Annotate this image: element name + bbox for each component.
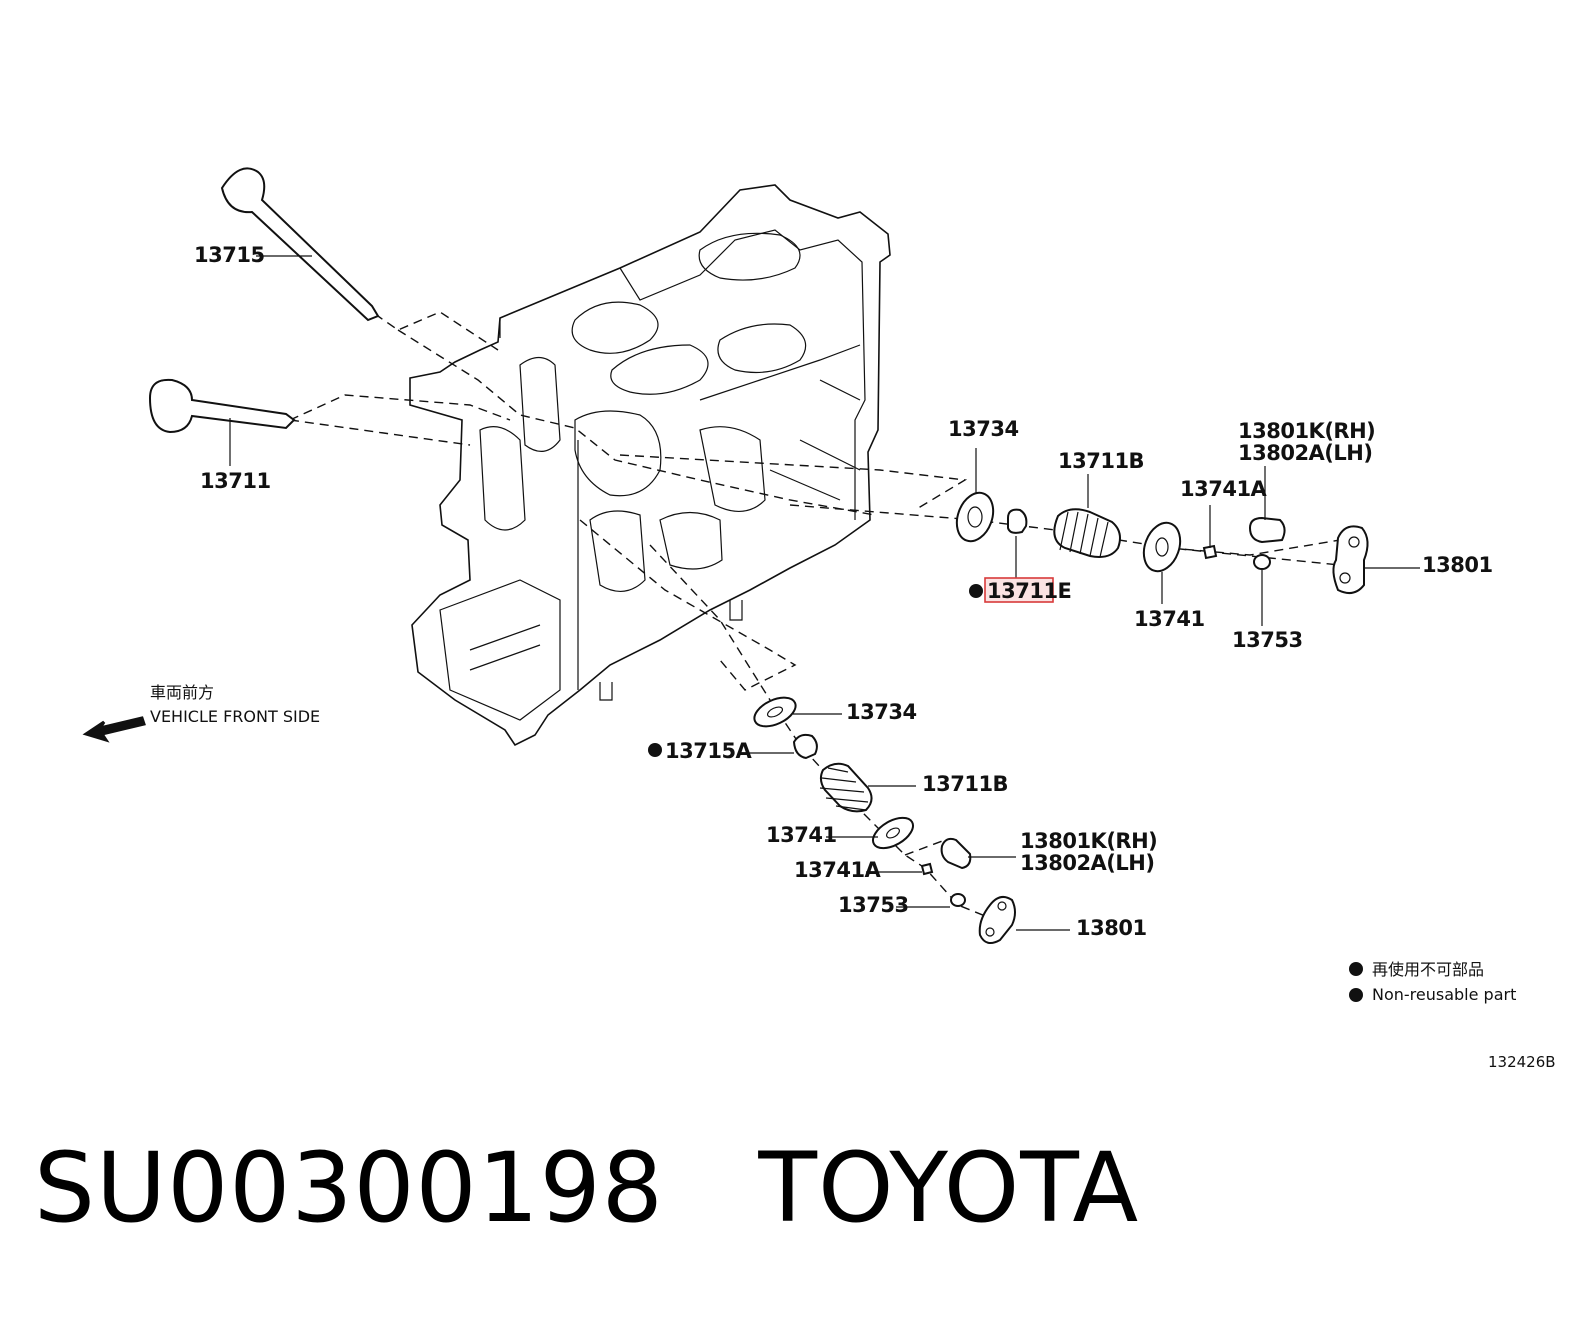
lower-valve-train <box>753 696 1016 945</box>
non-reusable-dot <box>648 743 662 757</box>
label-13801k-top: 13801K(RH) <box>1238 419 1375 443</box>
front-label-en: VEHICLE FRONT SIDE <box>150 707 320 726</box>
label-13715: 13715 <box>194 243 265 267</box>
exhaust-valve-13711 <box>148 378 296 434</box>
label-13711b-top: 13711B <box>1058 449 1144 473</box>
legend-dot-icon <box>1349 962 1363 976</box>
leader-lines <box>229 255 1420 931</box>
page-title: SU00300198 TOYOTA <box>34 1132 1140 1244</box>
non-reusable-dot <box>969 584 983 598</box>
legend-en: Non-reusable part <box>1372 985 1516 1004</box>
figure-code: 132426B <box>1488 1053 1556 1071</box>
label-13741-bottom: 13741 <box>766 823 837 847</box>
label-13741a-top: 13741A <box>1180 477 1268 501</box>
vehicle-front-indicator: 車両前方 VEHICLE FRONT SIDE <box>82 683 320 743</box>
label-13734-bottom: 13734 <box>846 700 917 724</box>
label-13734-top: 13734 <box>948 417 1019 441</box>
label-13802a-top: 13802A(LH) <box>1238 441 1372 465</box>
label-13711b-bottom: 13711B <box>922 772 1008 796</box>
label-13801-top: 13801 <box>1422 553 1493 577</box>
label-13753-bottom: 13753 <box>838 893 909 917</box>
legend: 再使用不可部品 Non-reusable part <box>1349 960 1516 1004</box>
label-13711: 13711 <box>200 469 271 493</box>
front-label-jp: 車両前方 <box>150 683 214 702</box>
assembly-dash-lines <box>289 311 1341 921</box>
upper-valve-train <box>955 491 1369 595</box>
intake-valve-13715 <box>220 167 380 322</box>
label-13741-top: 13741 <box>1134 607 1205 631</box>
highlight-box <box>984 577 1054 603</box>
label-13741a-bottom: 13741A <box>794 858 882 882</box>
cylinder-head-drawing <box>409 184 891 747</box>
legend-jp: 再使用不可部品 <box>1372 960 1484 979</box>
label-13753-top: 13753 <box>1232 628 1303 652</box>
legend-dot-icon <box>1349 988 1363 1002</box>
label-13711e-highlighted: 13711E <box>987 579 1071 603</box>
label-13802a-bottom: 13802A(LH) <box>1020 851 1154 875</box>
label-13801k-bottom: 13801K(RH) <box>1020 829 1157 853</box>
label-13801-bottom: 13801 <box>1076 916 1147 940</box>
front-arrow-icon <box>82 716 146 743</box>
callout-labels: 13715 13711 13734 13711B 13741A 13801K(R… <box>194 243 1493 940</box>
label-13715a: 13715A <box>665 739 753 763</box>
